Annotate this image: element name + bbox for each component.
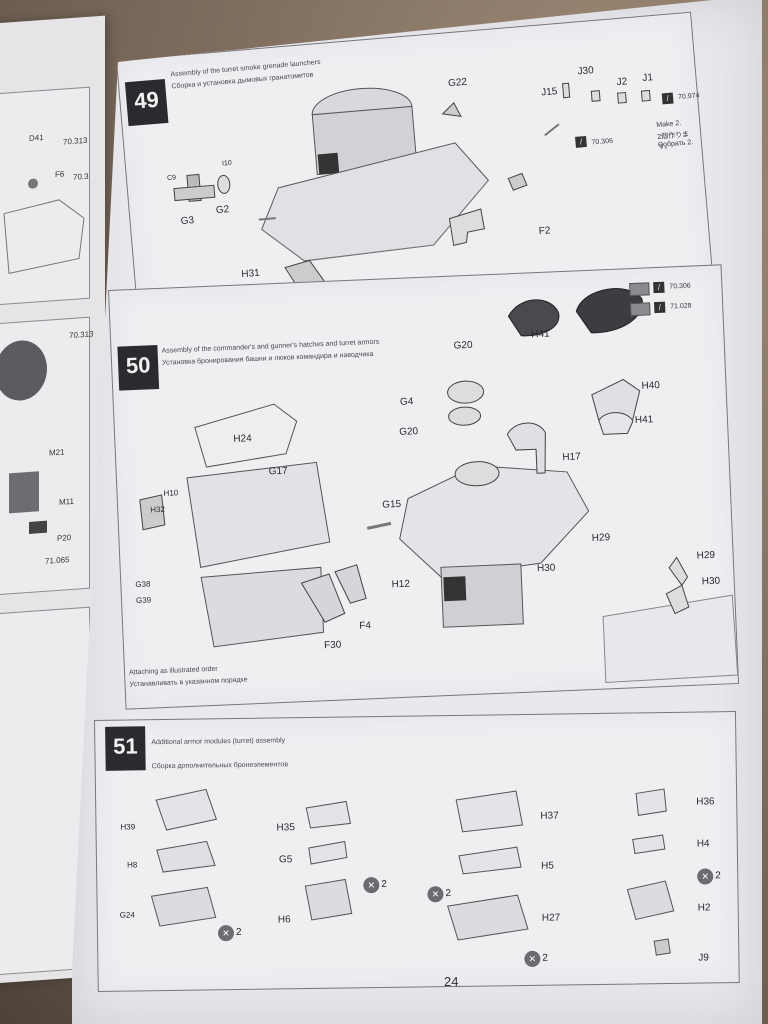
part-label: G4: [399, 396, 414, 408]
paint-code: 70.306: [669, 282, 691, 291]
part-label: H40: [641, 379, 661, 392]
part-label: G3: [180, 215, 195, 228]
part-label: G17: [268, 465, 288, 478]
multiplier-count: 2: [715, 870, 721, 882]
part-label: H31: [240, 267, 261, 281]
page-number: 24: [444, 974, 459, 989]
knife-icon: /: [575, 135, 587, 148]
part-label: H37: [540, 810, 559, 822]
part-label: H32: [150, 504, 166, 515]
part-label: G20: [453, 339, 473, 352]
paint-swatch: [630, 302, 651, 317]
paint-swatch: [629, 282, 650, 297]
part-label: H17: [562, 451, 581, 464]
part-label: J1: [641, 72, 654, 84]
part-label: H36: [696, 796, 715, 808]
part-label: F4: [359, 620, 372, 632]
left-panel-middle: 70.313 M21 M11 P20 71.065: [0, 316, 93, 596]
part-label: J30: [577, 65, 595, 78]
part-label: H10: [163, 488, 179, 498]
part-label: H5: [541, 860, 554, 872]
part-label: H41: [634, 414, 654, 427]
multiplier-count: 2: [381, 878, 387, 891]
part-label: H29: [696, 549, 716, 562]
part-label: H41: [531, 328, 550, 341]
part-label: H29: [591, 532, 611, 544]
part-label: I10: [221, 159, 233, 168]
left-page: D41 70.313 F6 70.3 70.313 M21 M11 P20 71…: [0, 15, 105, 985]
knife-icon: /: [653, 281, 665, 294]
multiplier-count: 2: [235, 926, 242, 939]
part-label: J15: [540, 86, 558, 99]
part-label: H27: [541, 912, 561, 924]
part-label: G38: [135, 579, 151, 590]
part-label: F30: [323, 639, 342, 652]
part-label: G5: [278, 854, 293, 866]
part-label: J9: [698, 952, 710, 964]
part-label: H39: [120, 822, 136, 832]
part-label: G22: [447, 76, 468, 90]
armor-module-drawing: [150, 788, 675, 956]
part-label: G24: [119, 910, 135, 920]
multiplier-icon: ✕: [217, 925, 235, 942]
left-panel-top: D41 70.313 F6 70.3: [0, 86, 90, 306]
part-label: H8: [126, 860, 138, 870]
part-label: G2: [215, 204, 230, 217]
part-label: H30: [701, 575, 721, 588]
part-label: H4: [696, 838, 710, 850]
part-label: H2: [697, 902, 711, 914]
part-label: C9: [166, 174, 177, 183]
multiplier-icon: ✕: [363, 877, 380, 894]
part-label: H6: [277, 914, 291, 926]
hatch-armor-drawing: [139, 288, 739, 684]
part-label: J2: [616, 76, 628, 89]
part-label: H30: [536, 562, 556, 575]
step-51-panel: 51 Additional armor modules (turret) ass…: [94, 711, 740, 992]
left-drawing-top: [3, 178, 85, 274]
part-label: G15: [382, 498, 402, 511]
paint-code: 71.028: [670, 302, 692, 311]
left-drawing-middle: [0, 340, 47, 534]
part-label: H24: [233, 433, 252, 445]
part-label: H12: [391, 578, 411, 591]
multiplier-count: 2: [542, 952, 549, 964]
part-label: F2: [538, 225, 551, 238]
step-50-panel: 50 Assembly of the commander's and gunne…: [108, 264, 740, 710]
part-label: H35: [276, 822, 295, 834]
part-label: G39: [135, 595, 152, 606]
knife-icon: /: [661, 92, 674, 105]
multiplier-count: 2: [445, 888, 452, 900]
part-label: G20: [398, 426, 419, 438]
knife-icon: /: [653, 301, 666, 314]
instruction-page: 49 Assembly of the turret smoke grenade …: [72, 0, 762, 1024]
